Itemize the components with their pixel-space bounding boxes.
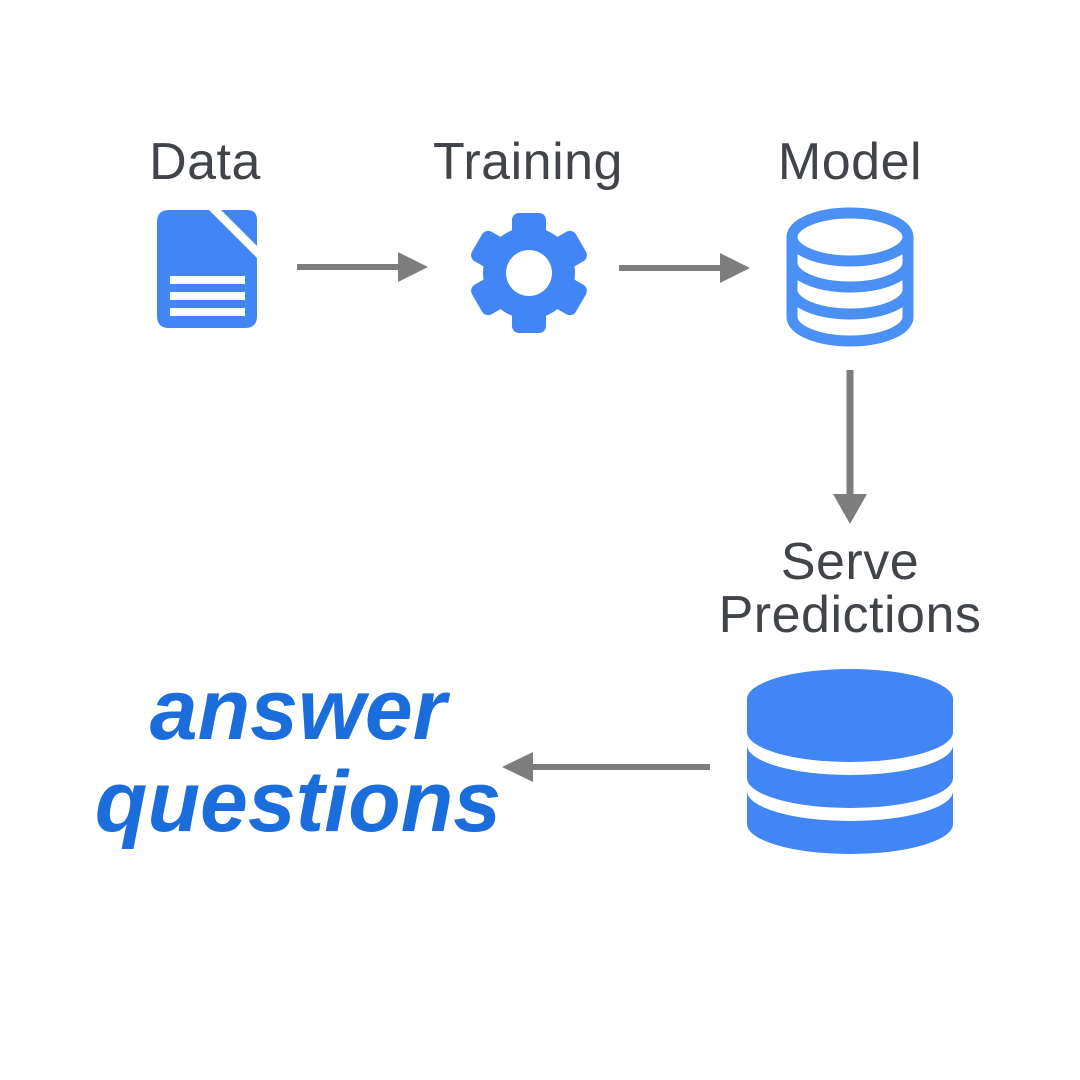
arrow-down-icon (833, 370, 867, 524)
arrow-left-icon (502, 752, 710, 782)
serve-label-line2: Predictions (718, 586, 982, 644)
annotation-line2: questions (94, 754, 502, 850)
gear-icon (471, 213, 587, 333)
model-node-label: Model (777, 133, 923, 191)
document-icon (157, 210, 257, 328)
annotation-line1: answer (149, 662, 447, 758)
answer-questions-annotation: answer questions (88, 664, 508, 848)
database-filled-icon (747, 669, 953, 854)
training-node-label: Training (433, 133, 623, 191)
serve-label-line1: Serve (780, 533, 920, 591)
database-outline-icon (786, 207, 914, 347)
serve-predictions-node-label: Serve Predictions (700, 536, 1000, 642)
data-node-label: Data (149, 133, 261, 191)
arrow-right-icon (297, 252, 428, 282)
arrow-right-icon (619, 253, 750, 283)
